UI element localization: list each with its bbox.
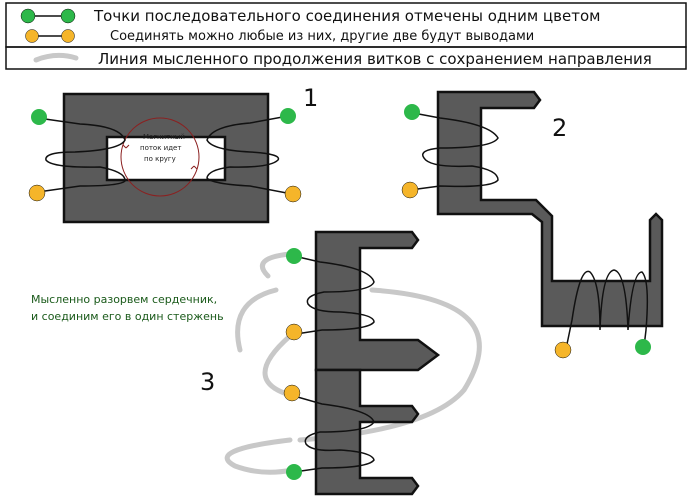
right-winding [206, 115, 293, 195]
core-3-upper [314, 230, 441, 372]
green-dot [635, 339, 651, 355]
core-2 [436, 90, 664, 328]
legend-line-3: Линия мысленного продолжения витков с со… [98, 50, 652, 68]
orange-dot [401, 181, 419, 199]
green-dot [404, 104, 420, 120]
orange-dot [284, 185, 302, 203]
flux-text-1: Магнитный [143, 133, 185, 141]
orange-dot-legend [61, 29, 75, 43]
green-dot [31, 109, 47, 125]
winding-3-upper [293, 255, 375, 335]
diagram-1: Магнитный поток идет по кругу 1 [28, 84, 318, 224]
green-dot-legend [60, 8, 76, 24]
gray-wire [235, 287, 279, 353]
core-ring [62, 92, 270, 224]
orange-dot-legend [25, 29, 39, 43]
legend: Точки последовательного соединения отмеч… [5, 2, 687, 70]
green-dot [286, 464, 302, 480]
note-line-1: Мысленно разорвем сердечник, [31, 293, 217, 306]
winding-3-lower [293, 395, 375, 473]
green-dot [286, 248, 302, 264]
orange-dot [283, 384, 301, 402]
flux-text-3: по кругу [144, 155, 176, 163]
diagram-2: 2 [401, 90, 664, 359]
diagram-number-1: 1 [303, 84, 318, 112]
flux-text-2: поток идет [140, 144, 181, 152]
flux-circle [120, 117, 200, 197]
diagram-number-3: 3 [200, 368, 215, 396]
legend-box-2 [5, 46, 687, 70]
orange-dot [554, 341, 572, 359]
legend-line-1: Точки последовательного соединения отмеч… [93, 7, 600, 25]
gray-wire-legend [33, 52, 79, 63]
legend-line-2: Соединять можно любые из них, другие две… [110, 29, 534, 44]
orange-dot [285, 323, 303, 341]
diagram-number-2: 2 [552, 114, 567, 142]
orange-dot [28, 184, 46, 202]
winding-2 [407, 111, 499, 191]
green-dot [280, 108, 296, 124]
green-dot-legend [20, 8, 36, 24]
left-winding [37, 117, 126, 193]
note-line-2: и соединим его в один стержень [31, 310, 224, 323]
core-3-lower [314, 368, 420, 496]
diagram-3: Мысленно разорвем сердечник, и соединим … [31, 230, 482, 496]
winding-2b [565, 269, 649, 350]
